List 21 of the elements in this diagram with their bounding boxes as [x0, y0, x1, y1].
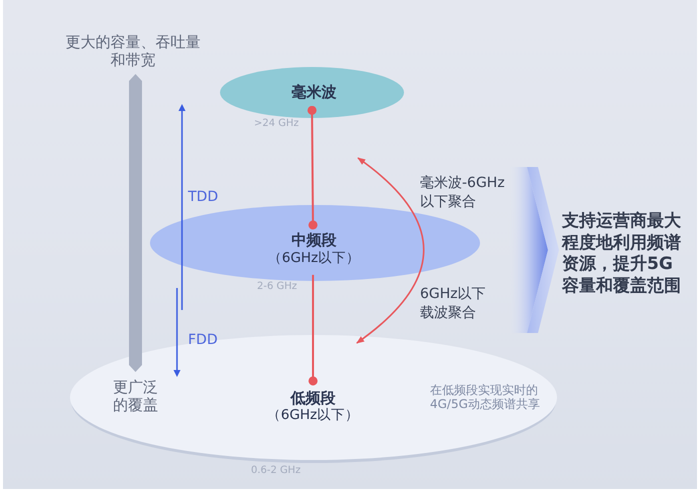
- band-title: 低频段: [290, 389, 336, 407]
- frequency-label: 0.6-2 GHz: [251, 465, 301, 477]
- aggregation-label: 毫米波-6GHz以下聚合: [420, 174, 506, 212]
- summary-text: 支持运营商最大程度地利用频谱资源，提升5G容量和覆盖范围: [562, 211, 684, 297]
- mode-label: TDD: [188, 189, 218, 206]
- band-subtitle: （6GHz以下）: [268, 249, 360, 267]
- connector-line: [308, 274, 318, 386]
- mode-label: FDD: [188, 332, 218, 349]
- band-ellipse: [220, 67, 404, 118]
- band-title: 中频段: [292, 231, 336, 249]
- arrow: [356, 157, 424, 344]
- aggregation-label: 6GHz以下载波聚合: [420, 285, 487, 323]
- note-text: 在低频段实现实时的4G/5G动态频谱共享: [430, 383, 541, 411]
- scale-label: 更广泛的覆盖: [113, 378, 159, 414]
- band-subtitle: （6GHz以下）: [266, 406, 360, 424]
- frequency-label: 2-6 GHz: [257, 281, 298, 293]
- frequency-label: >24 GHz: [254, 118, 299, 130]
- band-ellipse: [70, 335, 557, 463]
- connector-line: [308, 106, 318, 230]
- band-title: 毫米波: [292, 83, 336, 101]
- scale-label: 更大的容量、吞吐量和带宽: [64, 33, 202, 69]
